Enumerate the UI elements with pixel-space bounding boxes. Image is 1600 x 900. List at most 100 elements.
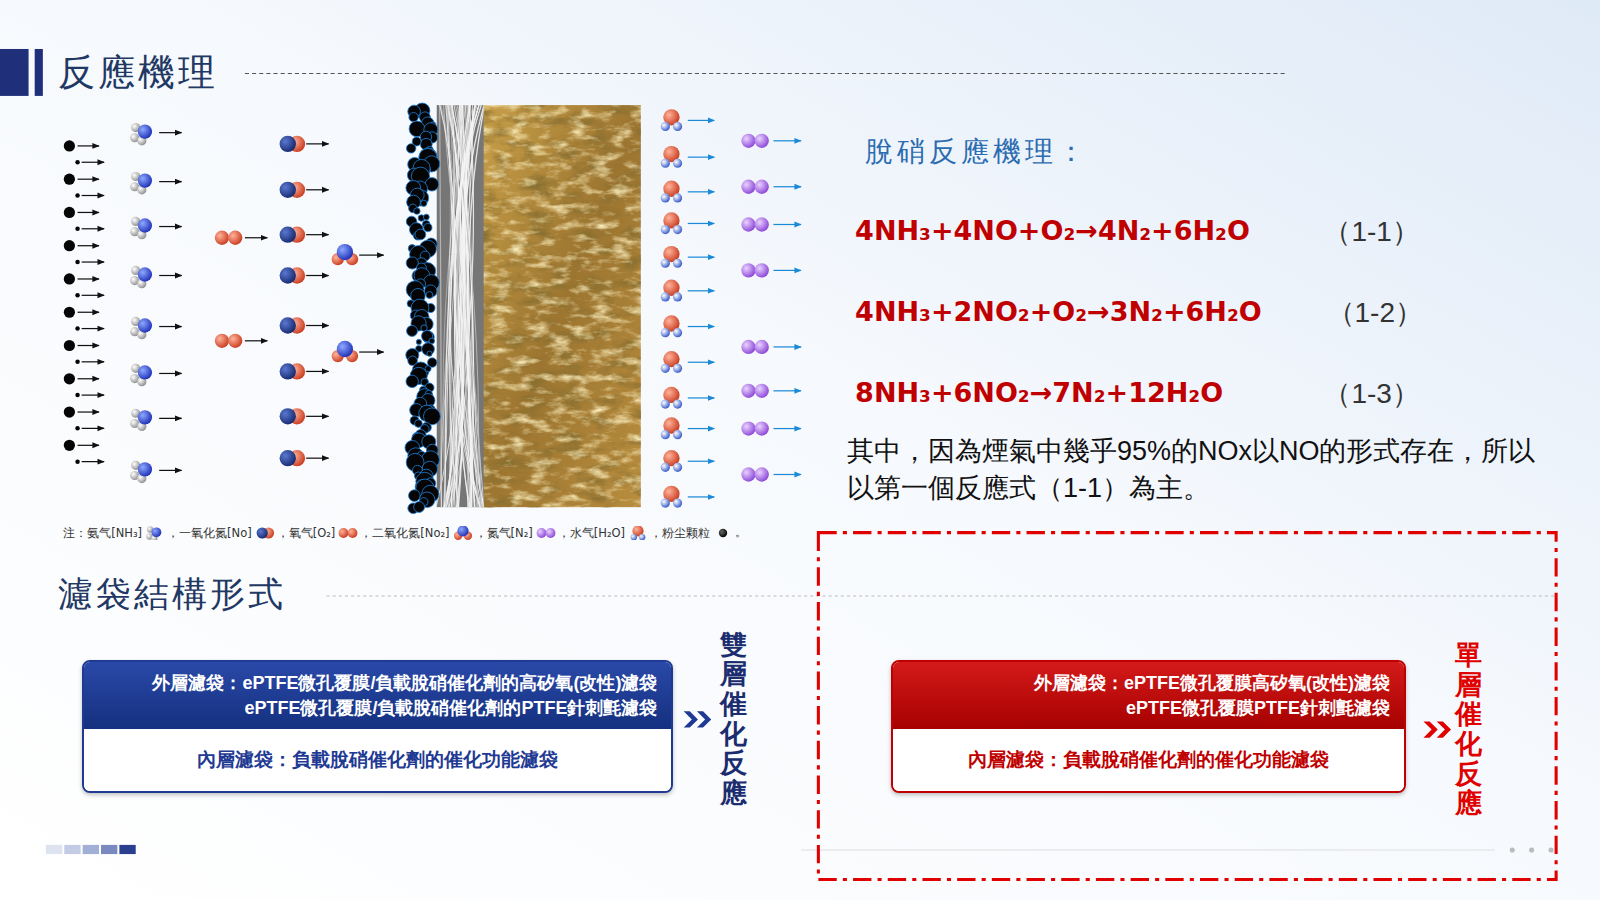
molecule-icon: [661, 181, 682, 203]
molecule-icon: [661, 315, 682, 337]
chevron: [684, 711, 698, 727]
legend-molecule: [719, 529, 727, 537]
molecule-icon: [130, 217, 152, 239]
dust-particle: [64, 440, 75, 451]
molecule-icon: [741, 217, 769, 231]
molecule-icon: [215, 231, 243, 245]
flow-arrow: [82, 228, 104, 229]
molecule-icon: [661, 246, 682, 268]
legend: 注：氨气[NH₃]，一氧化氮[No]，氧气[O₂]，二氧化氮[No₂]，氮气[N…: [63, 526, 747, 541]
legend-text: ，水气[H₂O]: [558, 526, 625, 541]
flow-arrow: [688, 496, 715, 497]
flow-arrow: [159, 275, 181, 276]
flow-arrow: [688, 223, 715, 224]
flow-arrow: [82, 328, 104, 329]
legend-item: 注：氨气[NH₃]: [63, 526, 167, 541]
molecule-icon: [130, 123, 152, 145]
legend-text: ，粉尘颗粒: [650, 526, 710, 541]
legend-icon: [628, 526, 648, 540]
flow-arrow: [306, 458, 328, 459]
molecule-icon: [741, 180, 769, 194]
dust-particle: [64, 174, 75, 185]
dust-particle: [423, 214, 429, 220]
inner-bag-text: 內層濾袋：負載脫硝催化劑的催化功能濾袋: [893, 729, 1404, 791]
legend-item: ，二氧化氮[No₂]: [360, 526, 474, 541]
footer-square: [101, 845, 117, 854]
dust-particle: [75, 227, 79, 231]
molecule-icon: [741, 263, 769, 277]
flow-arrow: [78, 445, 99, 446]
flow-arrow: [688, 428, 715, 429]
dust-particle: [75, 459, 79, 463]
molecule-icon: [741, 340, 769, 354]
molecule-icon: [661, 146, 682, 168]
legend-text: ，二氧化氮[No₂]: [360, 526, 449, 541]
molecule-icon: [741, 384, 769, 398]
section-heading: 濾袋結構形式: [58, 573, 286, 615]
legend-icon: [713, 526, 733, 540]
dust-particle: [64, 207, 75, 218]
molecule-icon: [280, 317, 306, 333]
membrane-fibers: [437, 105, 484, 507]
dust-particle: [64, 140, 75, 151]
flow-arrow: [82, 394, 104, 395]
fiber: [449, 105, 481, 507]
molecule-icon: [280, 450, 306, 466]
dust-particle: [75, 293, 79, 297]
molecule-icon: [215, 334, 243, 348]
flow-arrow: [78, 212, 99, 213]
legend-molecule: [146, 526, 161, 540]
legend-icon: [255, 526, 275, 540]
molecule-flow: [64, 109, 801, 507]
flow-arrow: [359, 254, 383, 255]
dust-particle: [75, 393, 79, 397]
vertical-label: 雙層催化反應: [720, 631, 747, 809]
flow-arrow: [306, 234, 328, 235]
dust-particle: [414, 502, 425, 513]
equation-heading: 脫硝反應機理：: [865, 135, 1089, 169]
flow-arrow: [306, 275, 328, 276]
legend-text: ，氧气[O₂]: [277, 526, 336, 541]
flow-arrow: [688, 120, 715, 121]
dust-particle: [75, 326, 79, 330]
dust-particle: [75, 160, 79, 164]
legend-icon: [145, 526, 165, 540]
equation-number: （1-2）: [1327, 296, 1423, 330]
equation: 4NH₃+4NO+O₂→4N₂+6H₂O: [855, 215, 1250, 247]
double-layer-bag-box: 外層濾袋：ePTFE微孔覆膜/負載脫硝催化劑的高矽氧(改性)濾袋 ePTFE微孔…: [82, 660, 674, 793]
footer-square: [119, 845, 135, 854]
flow-arrow: [245, 340, 267, 341]
flow-arrow: [306, 371, 328, 372]
flow-arrow: [78, 245, 99, 246]
footer-dot: [1529, 847, 1534, 852]
flow-arrow: [688, 461, 715, 462]
footer-square: [83, 845, 99, 854]
molecule-icon: [280, 408, 306, 424]
flow-arrow: [773, 390, 801, 391]
flow-arrow: [688, 326, 715, 327]
fiber: [443, 105, 474, 507]
molecule-icon: [130, 266, 152, 288]
chevron: [1437, 721, 1451, 737]
equation-number: （1-3）: [1323, 377, 1419, 411]
section-rule: [327, 595, 1557, 596]
flow-arrow: [773, 474, 801, 475]
footer-dot: [1548, 847, 1553, 852]
flow-arrow: [159, 418, 181, 419]
flow-arrow: [306, 143, 328, 144]
dust-particle: [414, 208, 421, 215]
dust-particle: [409, 113, 418, 122]
molecule-icon: [130, 317, 152, 339]
dust-particle: [75, 426, 79, 430]
molecule-icon: [661, 387, 682, 409]
dust-particle: [64, 340, 75, 351]
legend-item: ，粉尘颗粒: [650, 526, 735, 541]
flow-arrow: [159, 132, 181, 133]
equation: 8NH₃+6NO₂→7N₂+12H₂O: [855, 377, 1223, 409]
molecule-icon: [130, 364, 152, 386]
molecule-icon: [280, 136, 306, 152]
molecule-icon: [741, 421, 769, 435]
equation-number: （1-1）: [1323, 215, 1419, 249]
flow-arrow: [688, 191, 715, 192]
